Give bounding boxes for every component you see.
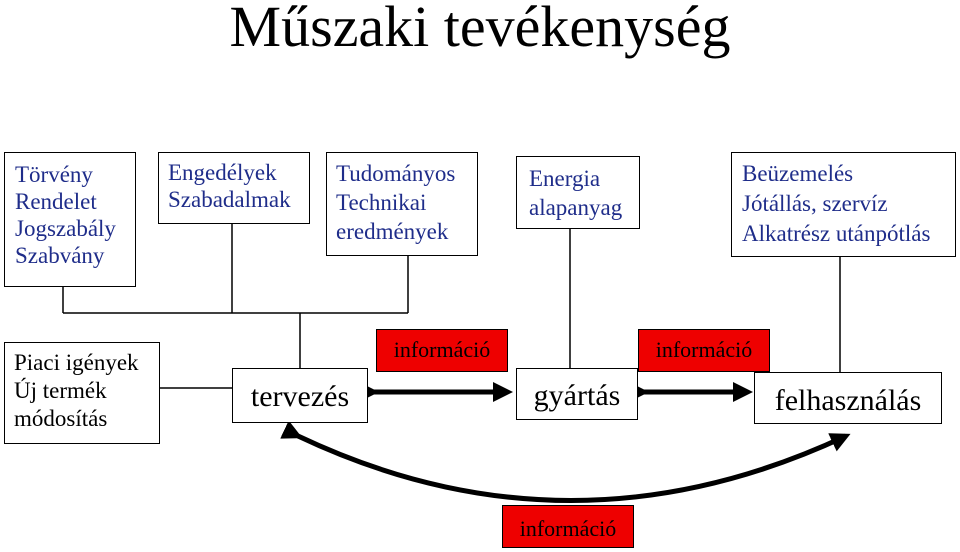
info-label-1: információ bbox=[393, 337, 491, 362]
usage-label: felhasználás bbox=[774, 384, 922, 417]
production-box: gyártás bbox=[516, 368, 638, 420]
permits-box: Engedélyek Szabadalmak bbox=[158, 152, 310, 224]
info-box-design-production: információ bbox=[376, 329, 508, 372]
arrow-design-usage bbox=[280, 420, 851, 503]
energy-line-2: alapanyag bbox=[529, 195, 623, 220]
design-box: tervezés bbox=[232, 368, 368, 423]
law-box: Törvény Rendelet Jogszabály Szabvány bbox=[4, 152, 136, 287]
service-line-1: Beüzemelés bbox=[742, 161, 854, 186]
production-label: gyártás bbox=[533, 379, 621, 412]
service-line-3: Alkatrész utánpótlás bbox=[742, 221, 931, 246]
market-line-1: Piaci igények bbox=[14, 350, 139, 375]
energy-box: Energia alapanyag bbox=[516, 156, 640, 229]
market-line-2: Új termék bbox=[14, 378, 107, 403]
info-label-2: információ bbox=[655, 337, 753, 362]
info-label-3: információ bbox=[519, 516, 617, 541]
science-box: Tudományos Technikai eredmények bbox=[326, 152, 478, 256]
service-line-2: Jótállás, szervíz bbox=[742, 191, 888, 216]
usage-box: felhasználás bbox=[754, 372, 942, 424]
permits-line-1: Engedélyek bbox=[168, 160, 277, 185]
law-line-2: Rendelet bbox=[15, 189, 97, 214]
science-line-2: Technikai bbox=[336, 190, 427, 215]
market-box: Piaci igények Új termék módosítás bbox=[4, 342, 160, 444]
science-line-1: Tudományos bbox=[336, 161, 456, 186]
market-line-3: módosítás bbox=[14, 406, 108, 431]
info-box-bottom: információ bbox=[502, 505, 634, 548]
law-line-1: Törvény bbox=[15, 162, 93, 187]
science-line-3: eredmények bbox=[336, 219, 449, 244]
law-line-4: Szabvány bbox=[15, 243, 105, 268]
law-line-3: Jogszabály bbox=[15, 216, 116, 241]
energy-line-1: Energia bbox=[529, 166, 601, 191]
info-box-production-usage: információ bbox=[638, 329, 770, 372]
design-label: tervezés bbox=[250, 380, 350, 413]
service-box: Beüzemelés Jótállás, szervíz Alkatrész u… bbox=[731, 152, 956, 257]
permits-line-2: Szabadalmak bbox=[168, 187, 291, 212]
page-title: Műszaki tevékenység bbox=[229, 0, 731, 59]
